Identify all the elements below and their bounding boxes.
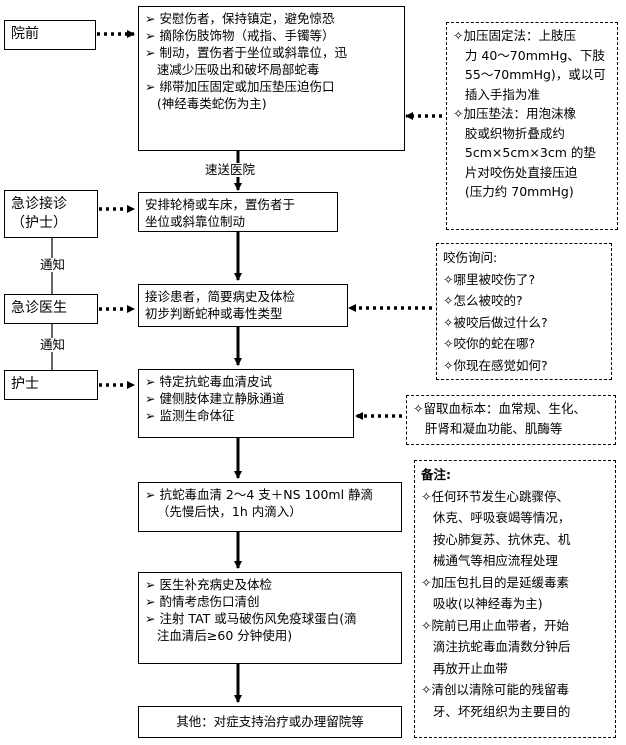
note-line: ✧加压包扎目的是延缓毒素 — [421, 574, 569, 590]
step-line: (神经毒类蛇伤为主) — [145, 96, 267, 111]
role-triage-nurse: 急诊接诊 （护士） — [4, 190, 98, 238]
step-line: ➢ 注射 TAT 或马破伤风免疫球蛋白(滴 — [145, 611, 357, 626]
note-line: 休克、呼吸衰竭等情况， — [421, 510, 571, 525]
role-triage-nurse-line1: 急诊接诊 — [11, 196, 67, 212]
label-transport: 速送医院 — [205, 162, 256, 177]
role-prehospital: 院前 — [4, 20, 96, 50]
note-line: 片对咬伤处直接压迫 — [453, 164, 578, 180]
note-line: ✧留取血标本：血常规、生化、 — [413, 401, 586, 416]
label-notify-1: 通知 — [40, 257, 66, 272]
note-line: ✧任何环节发生心跳骤停、 — [421, 488, 569, 504]
note-line: 55～70mmHg)，或以可 — [453, 67, 606, 82]
step-line: 坐位或斜靠位制动 — [145, 214, 246, 229]
step-line: ➢ 酌情考虑伤口清创 — [145, 594, 260, 609]
step-line: ➢ 安慰伤者，保持镇定，避免惊恐 — [145, 11, 335, 26]
note-line: 牙、坏死组织为主要目的 — [421, 703, 571, 719]
step-line: ➢ 抗蛇毒血清 2～4 支＋NS 100ml 静滴 — [145, 487, 374, 502]
note-blood-sample: ✧留取血标本：血常规、生化、 肝肾和凝血功能、肌酶等 — [406, 395, 616, 445]
note-line: 吸收(以神经毒为主) — [421, 596, 543, 611]
note-remarks-title: 备注: — [421, 467, 451, 482]
step-line: 初步判断蛇种或毒性类型 — [145, 306, 283, 321]
label-notify-2: 通知 — [40, 337, 66, 352]
note-line: 再放开止血带 — [421, 660, 508, 676]
role-triage-nurse-line2: （护士） — [11, 215, 67, 231]
step-doctor-assessment: 接诊患者，简要病史及体检 初步判断蛇种或毒性类型 — [138, 284, 348, 327]
note-line: 力 40～70mmHg、下肢 — [453, 47, 605, 63]
note-line: 械通气等相应流程处理 — [421, 553, 558, 568]
step-triage: 安排轮椅或车床，置伤者于 坐位或斜靠位制动 — [138, 192, 338, 232]
note-line: (压力约 70mmHg) — [453, 184, 574, 199]
step-line: 接诊患者，简要病史及体检 — [145, 289, 296, 304]
note-remarks: 备注: ✧任何环节发生心跳骤停、 休克、呼吸衰竭等情况， 按心肺复苏、抗休克、机… — [414, 460, 616, 738]
note-compression: ✧加压固定法：上肢压 力 40～70mmHg、下肢 55～70mmHg)，或以可… — [446, 22, 618, 230]
step-nurse-prep: ➢ 特定抗蛇毒血清皮试 ➢ 健侧肢体建立静脉通道 ➢ 监测生命体征 — [138, 369, 354, 438]
step-line: ➢ 监测生命体征 — [145, 408, 235, 423]
step-line: 注血清后≥60 分钟使用) — [145, 628, 293, 643]
step-line: ➢ 医生补充病史及体检 — [145, 577, 272, 592]
note-line: 滴注抗蛇毒血清数分钟后 — [421, 639, 571, 654]
note-line: ✧被咬后做过什么? — [443, 314, 548, 330]
note-line: 5cm×5cm×3cm 的垫 — [453, 145, 596, 160]
step-other: 其他：对症支持治疗或办理留院等 — [138, 706, 402, 738]
step-prehospital-care: ➢ 安慰伤者，保持镇定，避免惊恐 ➢ 摘除伤肢饰物（戒指、手镯等） ➢ 制动，置… — [138, 6, 405, 151]
note-line: ✧院前已用止血带者，开始 — [421, 617, 569, 633]
note-line: 胶或织物折叠成约 — [453, 125, 565, 141]
note-line: ✧你现在感觉如何? — [443, 357, 548, 373]
step-line: ➢ 绑带加压固定或加压垫压迫伤口 — [145, 79, 335, 94]
step-line: 其他：对症支持治疗或办理留院等 — [176, 714, 364, 729]
note-line: ✧加压垫法：用泡沫橡 — [453, 106, 576, 121]
step-line: ➢ 特定抗蛇毒血清皮试 — [145, 374, 272, 389]
note-line: 按心肺复苏、抗休克、机 — [421, 531, 571, 547]
note-line: ✧哪里被咬伤了? — [443, 271, 536, 287]
note-line: ✧加压固定法：上肢压 — [453, 28, 576, 43]
step-line: 速减少压吸出和破坏局部蛇毒 — [145, 62, 320, 77]
note-bite-inquiry: 咬伤询问: ✧哪里被咬伤了? ✧怎么被咬的? ✧被咬后做过什么? ✧咬你的蛇在哪… — [436, 243, 612, 380]
note-line: ✧清创以清除可能的残留毒 — [421, 682, 569, 697]
note-line: ✧怎么被咬的? — [443, 293, 523, 308]
note-line: ✧咬你的蛇在哪? — [443, 336, 536, 351]
role-doctor: 急诊医生 — [4, 294, 98, 324]
note-line: 插入手指为准 — [453, 86, 540, 102]
note-line: 咬伤询问: — [443, 250, 498, 265]
role-nurse: 护士 — [4, 370, 98, 400]
step-antivenom: ➢ 抗蛇毒血清 2～4 支＋NS 100ml 静滴 （先慢后快，1h 内滴入） — [138, 482, 402, 532]
step-line: ➢ 摘除伤肢饰物（戒指、手镯等） — [145, 28, 335, 43]
step-line: 安排轮椅或车床，置伤者于 — [145, 197, 296, 212]
step-line: （先慢后快，1h 内滴入） — [145, 504, 302, 519]
role-prehospital-label: 院前 — [11, 26, 39, 42]
step-followup: ➢ 医生补充病史及体检 ➢ 酌情考虑伤口清创 ➢ 注射 TAT 或马破伤风免疫球… — [138, 572, 402, 664]
note-line: 肝肾和凝血功能、肌酶等 — [413, 421, 563, 436]
step-line: ➢ 健侧肢体建立静脉通道 — [145, 391, 285, 406]
step-line: ➢ 制动，置伤者于坐位或斜靠位，迅 — [145, 45, 347, 60]
role-nurse-label: 护士 — [11, 376, 39, 392]
role-doctor-label: 急诊医生 — [11, 300, 67, 316]
